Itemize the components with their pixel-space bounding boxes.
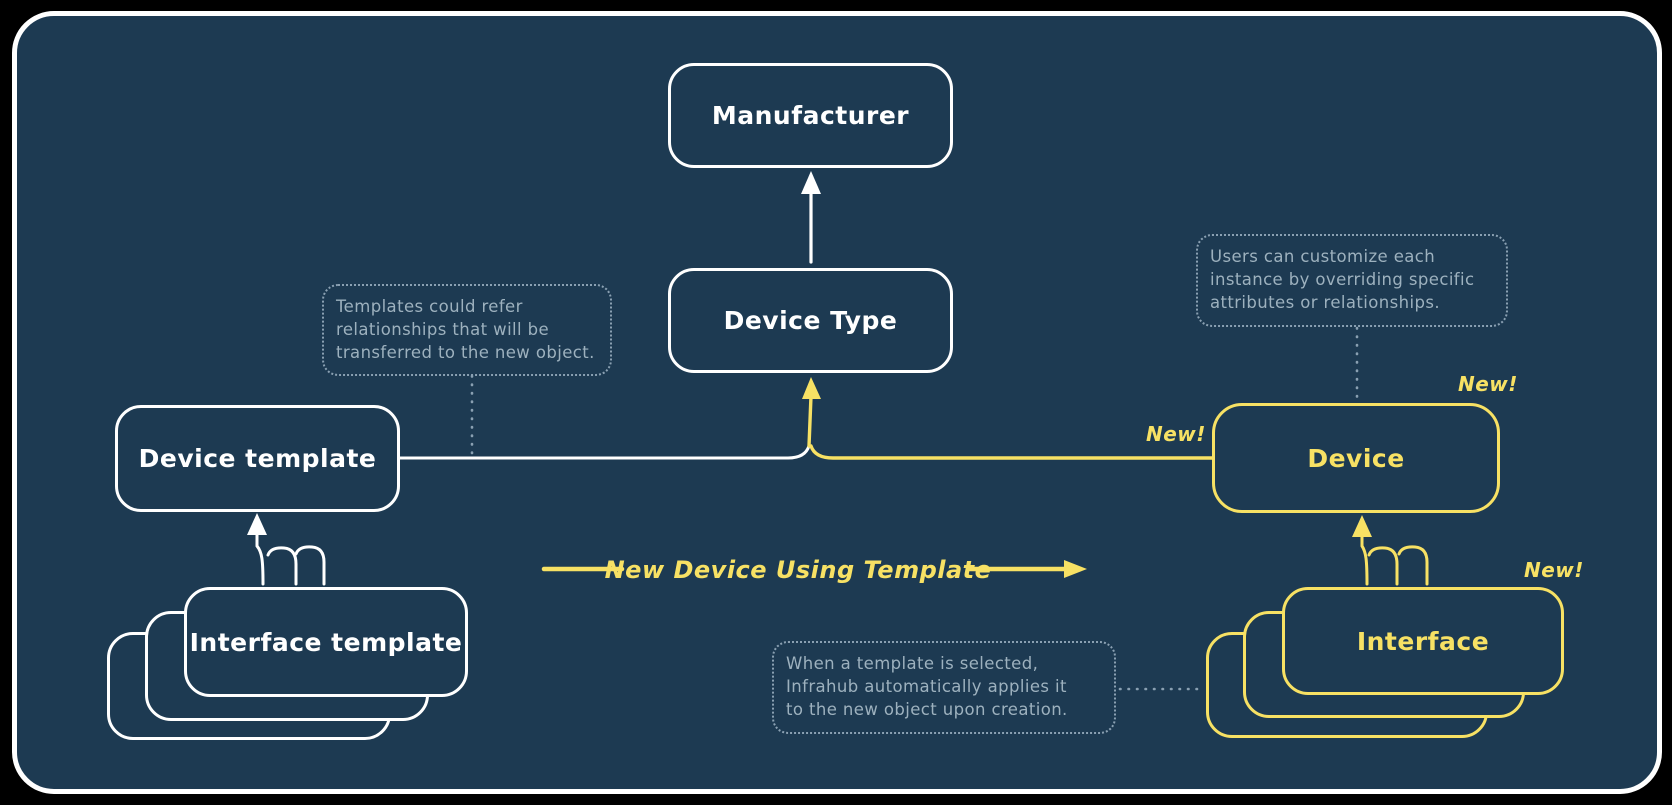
new-badge-device: New! (1458, 372, 1518, 396)
flow-label: New Device Using Template (604, 556, 992, 584)
node-device: Device (1212, 403, 1500, 513)
node-device-type: Device Type (668, 268, 953, 373)
node-device-template-label: Device template (138, 444, 377, 473)
note-apply: When a template is selected, Infrahub au… (772, 641, 1116, 734)
node-interface-template: Interface template (184, 587, 468, 697)
node-manufacturer-label: Manufacturer (711, 101, 910, 130)
node-manufacturer: Manufacturer (668, 63, 953, 168)
node-device-template: Device template (115, 405, 400, 512)
new-badge-interface: New! (1524, 558, 1584, 582)
node-interface: Interface (1282, 587, 1564, 695)
node-device-type-label: Device Type (723, 306, 898, 335)
node-interface-template-label: Interface template (189, 627, 463, 657)
note-customize: Users can customize each instance by ove… (1196, 234, 1508, 327)
node-device-label: Device (1307, 443, 1405, 473)
new-badge-device-link: New! (1146, 422, 1206, 446)
note-templates: Templates could refer relationships that… (322, 284, 612, 376)
node-interface-label: Interface (1356, 626, 1490, 656)
